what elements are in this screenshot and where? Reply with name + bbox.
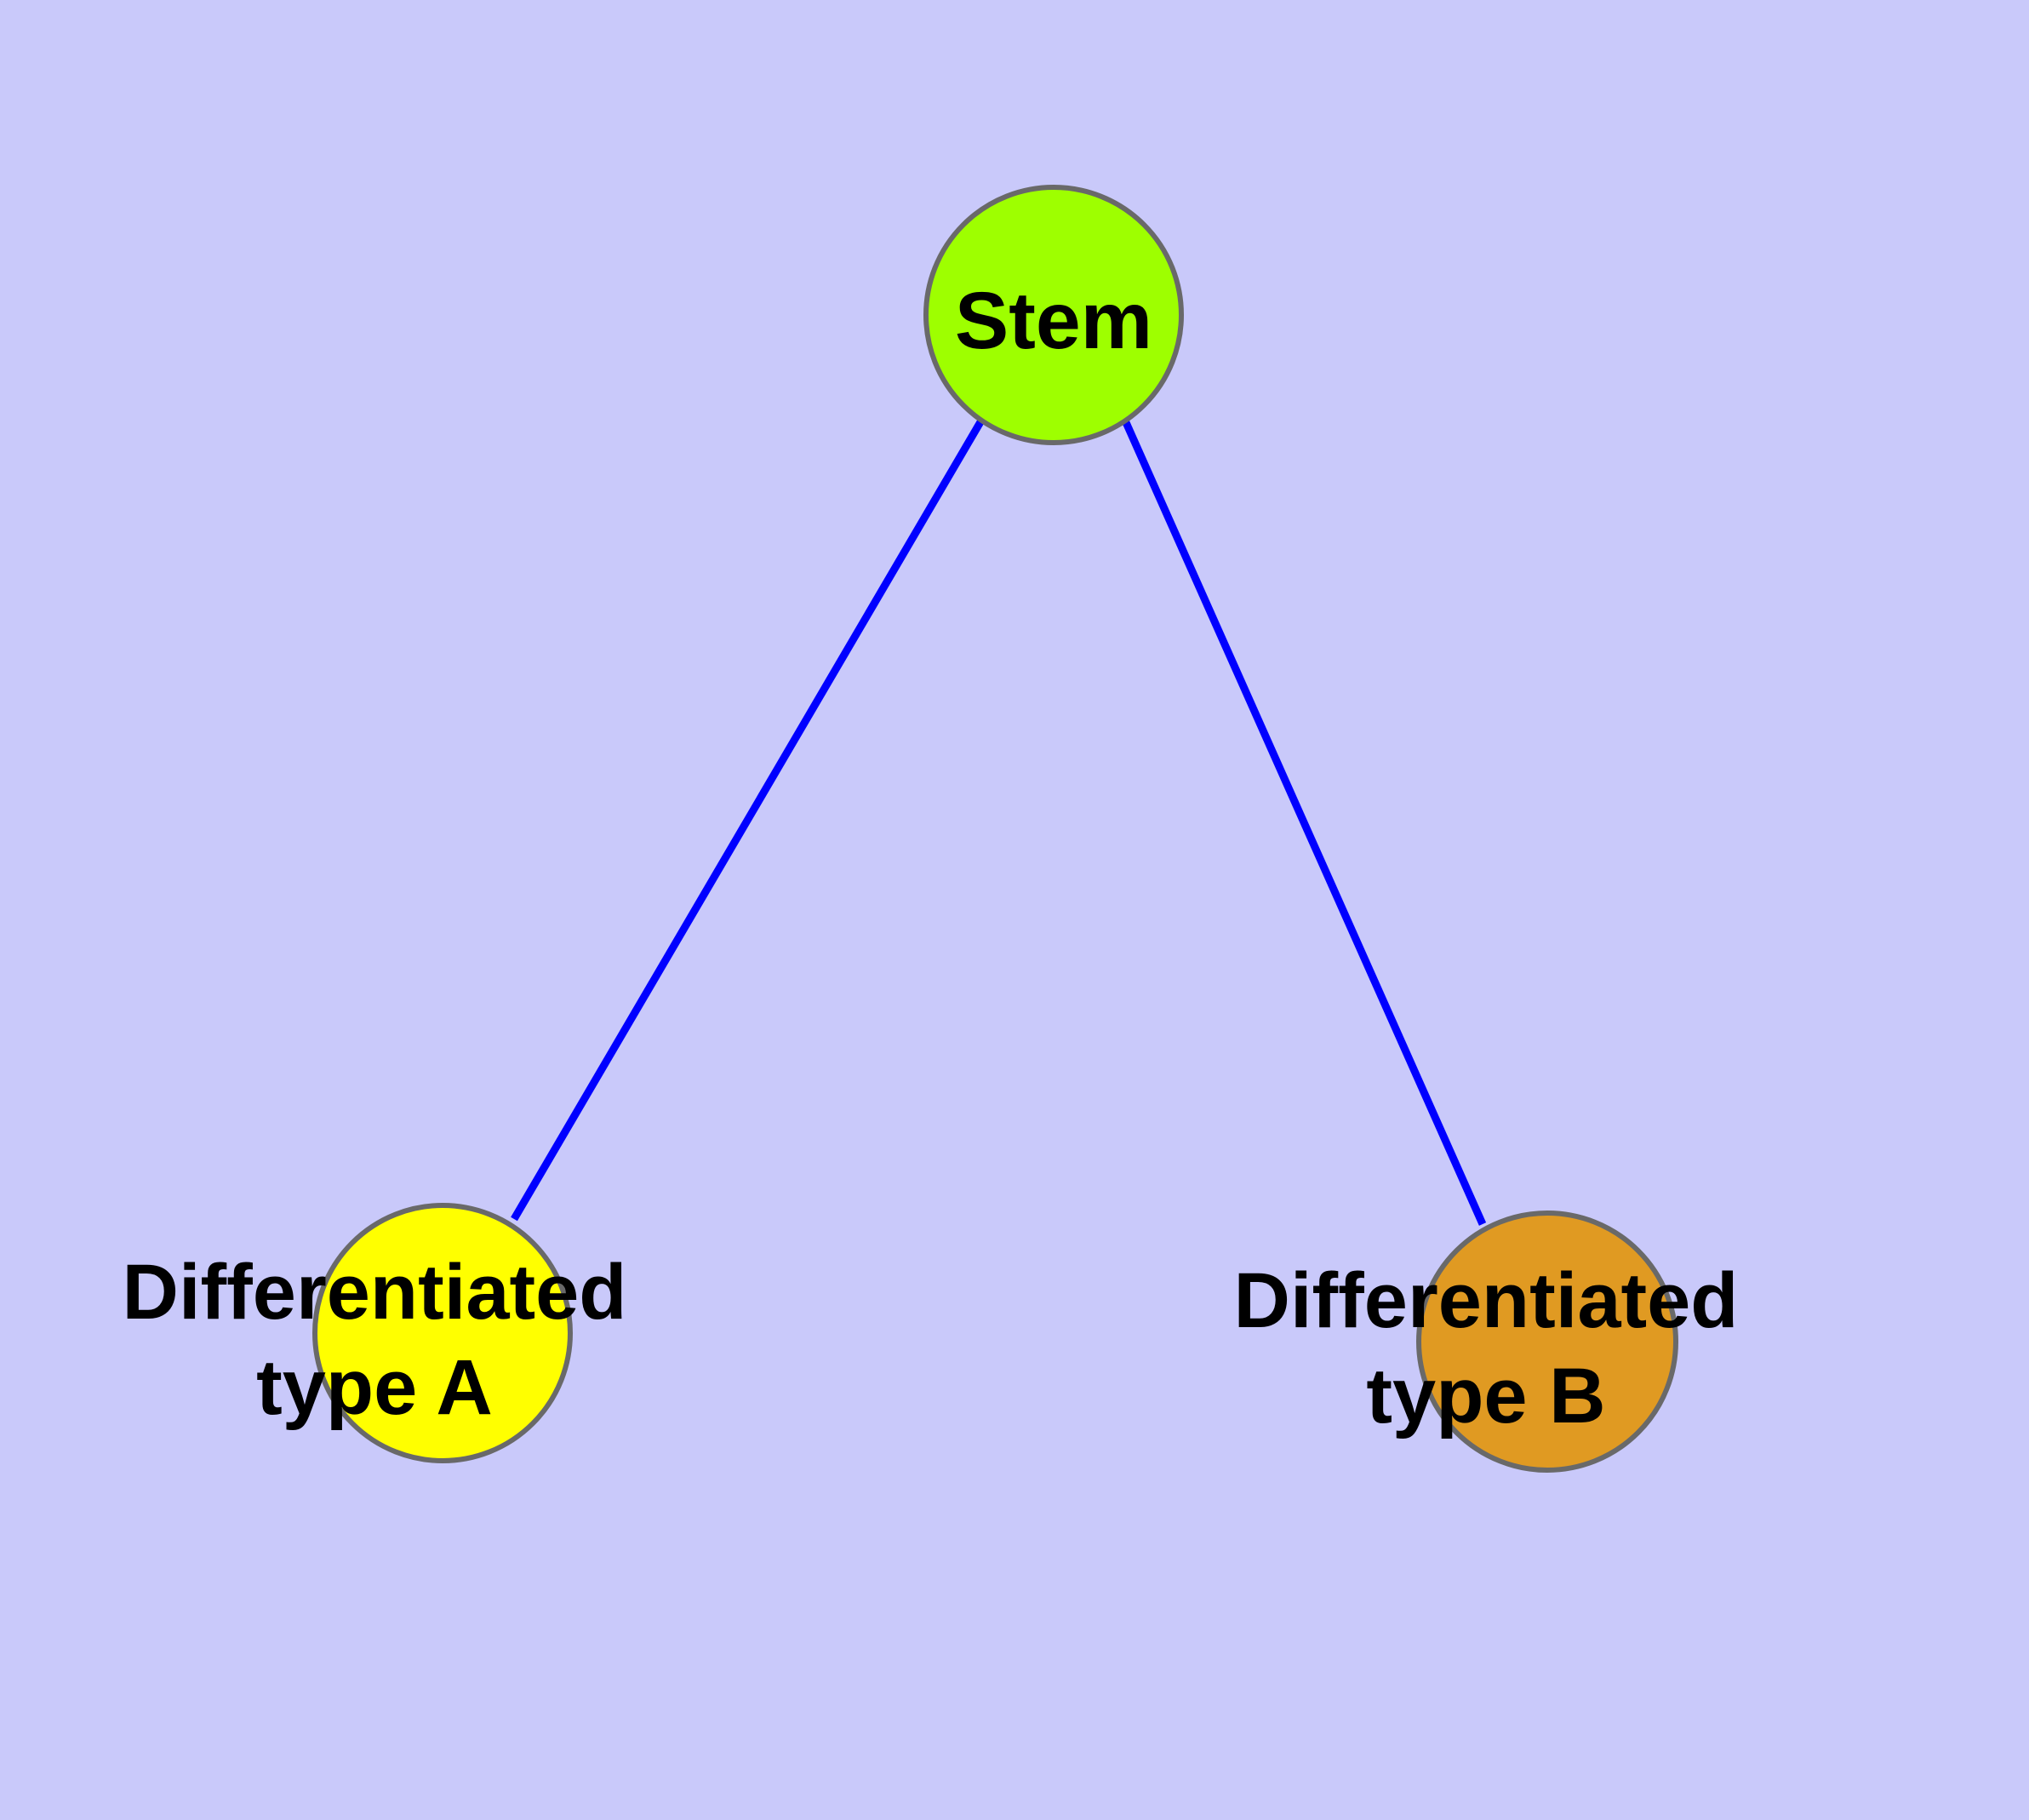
edge-stem-to-a[interactable] — [511, 418, 985, 1222]
node-label-line: type A — [256, 1344, 493, 1431]
node-label-line: type B — [1366, 1353, 1605, 1439]
node-label-stem: Stem — [955, 276, 1152, 366]
edge-stem-to-b[interactable] — [1121, 419, 1487, 1226]
node-stem[interactable]: Stem — [923, 185, 1184, 445]
edges-group — [511, 418, 1487, 1226]
node-label-diff-b: Differentiated type B — [1234, 1257, 1739, 1439]
node-circle-diff-a[interactable] — [312, 1203, 573, 1463]
node-label-line: Differentiated — [1234, 1257, 1739, 1344]
node-diff-b[interactable]: Differentiated type B — [1234, 1210, 1739, 1473]
node-label-line: Stem — [955, 276, 1152, 366]
node-label-line: Differentiated — [123, 1249, 627, 1336]
node-circle-stem[interactable] — [923, 185, 1184, 445]
node-circle-diff-b[interactable] — [1416, 1210, 1678, 1473]
